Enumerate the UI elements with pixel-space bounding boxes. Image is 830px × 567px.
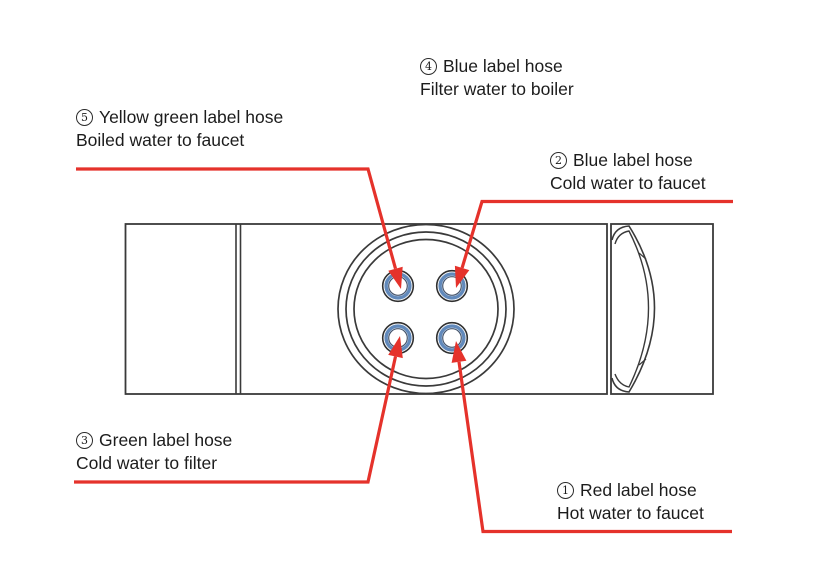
callout-2-description: Cold water to faucet: [550, 173, 706, 193]
callout-3-description: Cold water to filter: [76, 453, 218, 473]
callout-3-title-row: 3 Green label hose: [76, 429, 232, 452]
callout-1-description: Hot water to faucet: [557, 503, 704, 523]
callout-4-hose-name: Blue label hose: [443, 56, 563, 76]
end-cap-outline: [610, 223, 714, 395]
connector-callout2-to-top-right-port: [454, 199, 733, 288]
callout-2-hose-name: Blue label hose: [573, 150, 693, 170]
callout-5-title-row: 5 Yellow green label hose: [76, 106, 283, 129]
manifold-ring-inner: [353, 238, 499, 380]
circled-number-1: 1: [557, 482, 574, 499]
callout-1-red-label-hose: 1 Red label hose Hot water to faucet: [557, 479, 704, 525]
circled-number-3: 3: [76, 432, 93, 449]
arrowhead-bottom-right-port-icon: [451, 341, 467, 363]
port-bottom-right: [435, 321, 469, 355]
connector-callout1-to-bottom-right-port: [451, 341, 732, 534]
callout-4-blue-label-hose: 4 Blue label hose Filter water to boiler: [420, 55, 574, 101]
callout-5-yellow-green-label-hose: 5 Yellow green label hose Boiled water t…: [76, 106, 283, 152]
end-cap-arc-inner: [614, 230, 650, 388]
callout-1-hose-name: Red label hose: [580, 480, 697, 500]
circled-number-5: 5: [76, 109, 93, 126]
callout-4-description: Filter water to boiler: [420, 79, 574, 99]
end-cap-arc-outer: [611, 225, 656, 393]
end-cap-arc-notch-top: [638, 252, 647, 260]
callout-connectors: [74, 167, 733, 534]
callout-2-title-row: 2 Blue label hose: [550, 149, 706, 172]
hose-ports: [381, 269, 469, 355]
circled-number-2: 2: [550, 152, 567, 169]
callout-1-title-row: 1 Red label hose: [557, 479, 704, 502]
callout-3-hose-name: Green label hose: [99, 430, 233, 450]
device-body-outline: [124, 223, 608, 395]
arrowhead-top-left-port-icon: [388, 266, 403, 289]
manifold-ring-outer: [337, 223, 515, 395]
end-cap-arc-notch-bottom: [638, 358, 647, 366]
callout-4-title-row: 4 Blue label hose: [420, 55, 574, 78]
arrowhead-top-right-port-icon: [454, 265, 470, 288]
callout-5-hose-name: Yellow green label hose: [99, 107, 284, 127]
callout-2-blue-label-hose: 2 Blue label hose Cold water to faucet: [550, 149, 706, 195]
callout-5-description: Boiled water to faucet: [76, 130, 245, 150]
callout-3-green-label-hose: 3 Green label hose Cold water to filter: [76, 429, 232, 475]
connector-callout5-to-top-left-port: [76, 167, 403, 289]
device-body: [124, 223, 714, 395]
circled-number-4: 4: [420, 58, 437, 75]
arrowhead-bottom-left-port-icon: [388, 336, 403, 359]
manifold-ring-middle: [345, 231, 507, 387]
manifold-rings: [337, 223, 515, 395]
connector-callout3-to-bottom-left-port: [74, 336, 403, 484]
